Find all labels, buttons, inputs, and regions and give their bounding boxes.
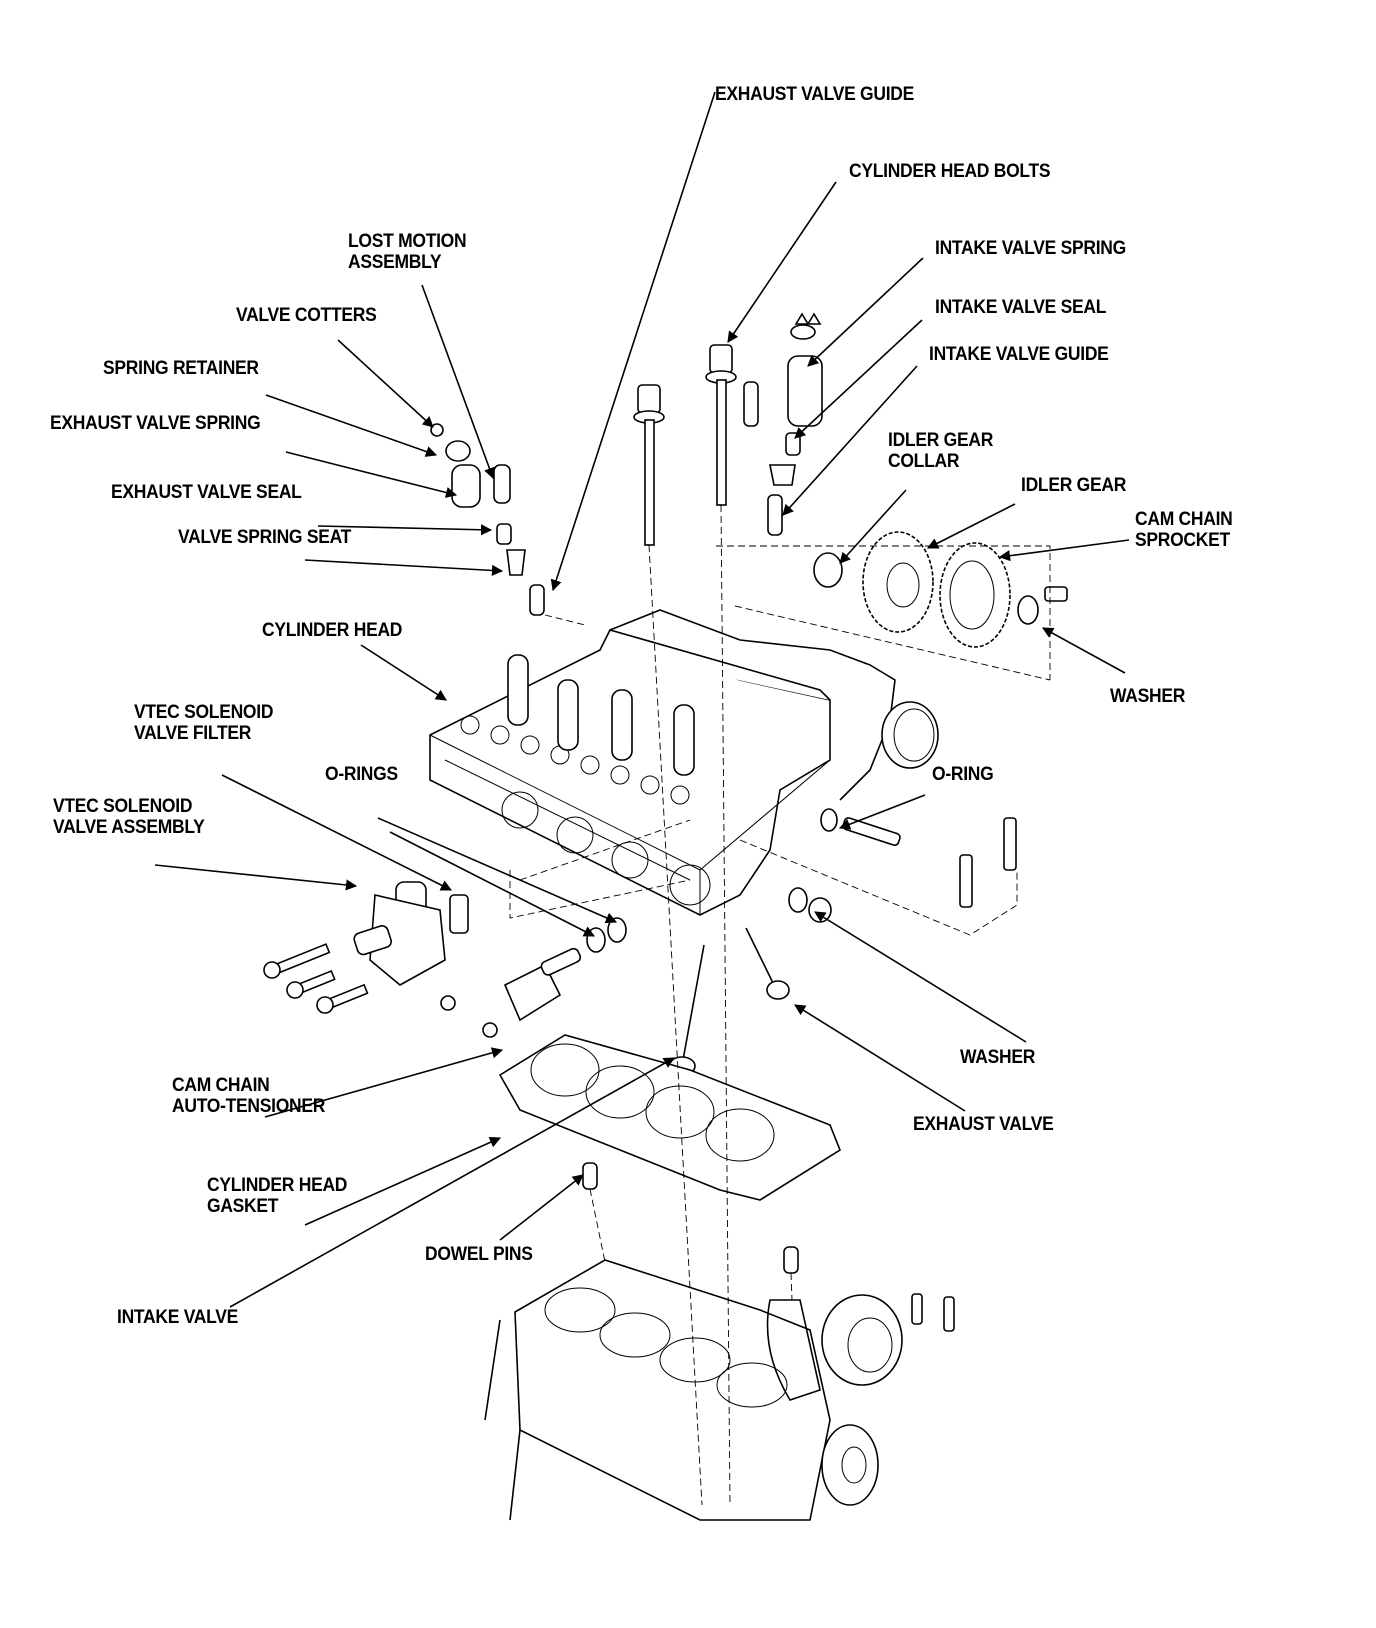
label-washer-top: WASHER	[1110, 686, 1186, 707]
label-idler-gear-collar: IDLER GEAR COLLAR	[888, 430, 994, 472]
idler-gear-part	[813, 531, 934, 633]
vtec-bolts-part	[263, 943, 369, 1014]
label-o-rings: O-RINGS	[325, 764, 398, 785]
label-cylinder-head: CYLINDER HEAD	[262, 620, 403, 641]
label-dowel-pins: DOWEL PINS	[425, 1244, 533, 1265]
cylinder-head-bolts-part	[633, 344, 737, 546]
label-exhaust-valve-spring: EXHAUST VALVE SPRING	[50, 413, 261, 434]
right-side-fasteners-part	[788, 808, 1017, 923]
intake-valve-stack-part	[743, 312, 823, 536]
label-cylinder-head-bolts: CYLINDER HEAD BOLTS	[849, 161, 1051, 182]
label-cylinder-head-gasket: CYLINDER HEAD GASKET	[207, 1175, 348, 1217]
label-lost-motion-assembly: LOST MOTION ASSEMBLY	[348, 231, 467, 273]
label-o-ring: O-RING	[932, 764, 994, 785]
label-washer-bottom: WASHER	[960, 1047, 1036, 1068]
label-idler-gear: IDLER GEAR	[1021, 475, 1127, 496]
label-intake-valve-seal: INTAKE VALVE SEAL	[935, 297, 1107, 318]
label-intake-valve: INTAKE VALVE	[117, 1307, 238, 1328]
alignment-lines	[509, 504, 1051, 1506]
label-valve-spring-seat: VALVE SPRING SEAT	[178, 527, 352, 548]
label-cam-chain-auto-tensioner: CAM CHAIN AUTO-TENSIONER	[172, 1075, 326, 1117]
label-exhaust-valve: EXHAUST VALVE	[913, 1114, 1054, 1135]
exhaust-valve-part	[745, 927, 790, 1000]
label-exhaust-valve-guide: EXHAUST VALVE GUIDE	[715, 84, 915, 105]
label-exhaust-valve-seal: EXHAUST VALVE SEAL	[111, 482, 302, 503]
vtec-solenoid-valve-assembly-part	[353, 881, 469, 986]
exhaust-valve-stack-part	[430, 423, 545, 616]
label-vtec-solenoid-valve-assembly: VTEC SOLENOID VALVE ASSEMBLY	[53, 796, 205, 838]
label-vtec-solenoid-valve-filter: VTEC SOLENOID VALVE FILTER	[134, 702, 274, 744]
cylinder-head-part	[429, 609, 939, 916]
label-cam-chain-sprocket: CAM CHAIN SPROCKET	[1135, 509, 1233, 551]
label-intake-valve-guide: INTAKE VALVE GUIDE	[929, 344, 1109, 365]
cam-chain-auto-tensioner-part	[440, 917, 627, 1038]
label-spring-retainer: SPRING RETAINER	[103, 358, 259, 379]
label-valve-cotters: VALVE COTTERS	[236, 305, 377, 326]
cam-chain-sprocket-part	[939, 542, 1068, 648]
engine-block-part	[484, 1259, 955, 1521]
cylinder-head-gasket-part	[498, 1034, 841, 1201]
leader-lines	[154, 91, 1130, 1308]
label-intake-valve-spring: INTAKE VALVE SPRING	[935, 238, 1126, 259]
